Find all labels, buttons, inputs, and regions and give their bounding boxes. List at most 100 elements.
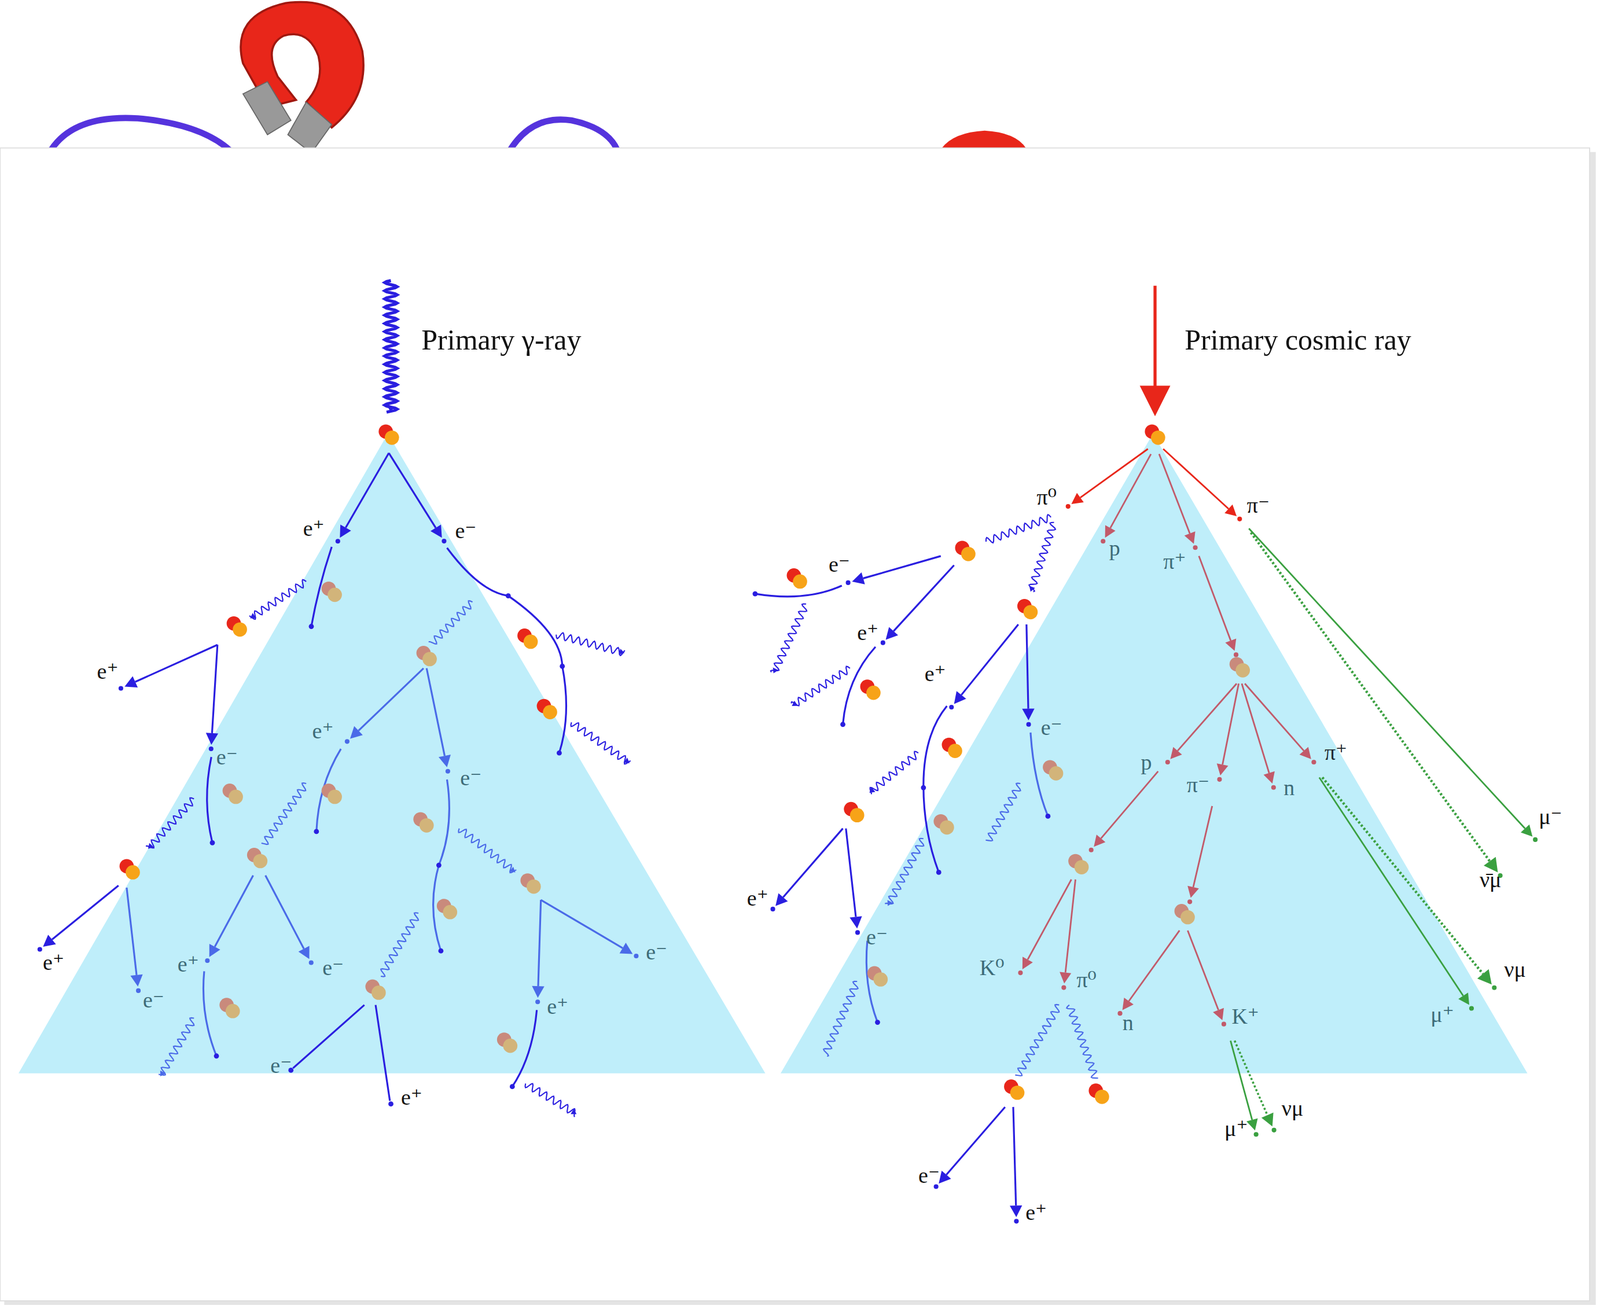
nucleus	[1023, 604, 1039, 620]
arrowhead	[775, 892, 788, 906]
particle-dot	[1233, 652, 1239, 657]
particle-dot	[37, 947, 43, 952]
particle-dot	[752, 591, 759, 597]
nucleus	[866, 685, 881, 701]
particle-dot	[535, 999, 540, 1004]
particle-label: e⁻	[270, 1054, 292, 1077]
arrowhead	[130, 974, 143, 987]
particle-label: π⁻	[1247, 494, 1270, 517]
nucleus	[1049, 766, 1064, 781]
particle-label: e⁻	[1041, 716, 1063, 739]
particle-track	[1080, 449, 1149, 498]
arrowhead	[1009, 1205, 1022, 1217]
title-label: Primary cosmic ray	[1184, 325, 1412, 355]
particle-track	[375, 1005, 391, 1102]
particle-label: e⁻	[216, 745, 238, 768]
particle-track	[388, 453, 436, 528]
arrowhead	[849, 916, 862, 929]
particle-dot	[855, 929, 860, 935]
particle-label: n	[1283, 776, 1295, 799]
photon-line	[428, 600, 473, 644]
arrowhead	[1263, 771, 1275, 784]
arrowhead	[438, 754, 451, 768]
particle-label: e⁻	[322, 956, 344, 979]
particle-track	[1322, 777, 1484, 974]
particle-label: e⁺	[303, 517, 325, 540]
particle-track	[1030, 732, 1048, 817]
arrowhead	[1458, 992, 1470, 1005]
particle-label: e⁻	[918, 1164, 940, 1187]
particle-label: μ⁺	[1224, 1117, 1248, 1140]
particle-track	[893, 565, 955, 632]
arrowhead	[350, 726, 363, 739]
particle-label: n	[1122, 1011, 1134, 1034]
shower-cone	[780, 433, 1528, 1073]
arrowhead	[1477, 969, 1492, 985]
particle-label: p	[1140, 751, 1152, 774]
particle-label: e⁺	[1025, 1201, 1047, 1224]
nucleus	[792, 574, 808, 590]
arrowhead	[570, 1108, 577, 1114]
arrowhead	[531, 986, 544, 998]
particle-track	[846, 828, 856, 918]
nucleus	[225, 1003, 241, 1019]
particle-dot	[445, 769, 451, 774]
photon-line	[1028, 522, 1056, 592]
particle-track	[1128, 930, 1180, 1002]
arrowhead	[619, 942, 634, 954]
nucleus	[502, 1038, 518, 1054]
arrowhead	[954, 690, 967, 704]
particle-dot	[313, 828, 319, 834]
particle-dot	[770, 906, 776, 912]
particle-track	[1234, 1040, 1268, 1116]
arrowhead	[1224, 504, 1237, 517]
arrowhead	[1029, 586, 1036, 592]
particle-track	[1319, 777, 1464, 996]
particle-track	[961, 624, 1018, 695]
particle-track	[1187, 930, 1219, 1010]
tracks	[37, 280, 1538, 1224]
photon-line	[525, 1083, 576, 1117]
particle-track	[843, 646, 876, 725]
particle-label: K⁺	[1231, 1005, 1260, 1028]
particle-track	[265, 875, 304, 950]
particle-track	[292, 1005, 364, 1069]
particle-dot	[949, 704, 954, 710]
nucleus	[327, 587, 342, 603]
arrowhead	[1225, 638, 1237, 651]
particle-label: e⁺	[747, 887, 769, 910]
nucleus	[1180, 910, 1195, 925]
particle-dot	[135, 988, 141, 993]
particle-dot	[1100, 538, 1106, 544]
photon-line	[1014, 1004, 1059, 1076]
photon-line	[158, 1017, 194, 1076]
photon-line	[458, 828, 517, 874]
arrowhead	[869, 786, 875, 793]
particle-track	[1159, 454, 1190, 534]
magnet-pole	[243, 81, 292, 135]
particle-label: K⁰	[979, 956, 1005, 979]
particle-track	[1241, 683, 1270, 774]
particle-track	[1244, 683, 1304, 751]
nucleus	[947, 743, 963, 759]
photon-line	[380, 912, 419, 977]
arrowhead	[1021, 708, 1035, 720]
arrowhead	[618, 648, 625, 655]
particle-label: e⁻	[866, 925, 888, 948]
arrowhead	[1022, 956, 1033, 970]
nucleus	[232, 622, 248, 637]
photon-line	[261, 782, 307, 845]
particle-track	[358, 668, 424, 731]
particle-dot	[1253, 1131, 1259, 1137]
photon-line	[1066, 1005, 1098, 1079]
particle-dot	[1271, 785, 1276, 790]
particle-label: p	[1109, 536, 1121, 559]
arrowhead	[298, 946, 310, 960]
arrowhead	[1216, 763, 1229, 776]
particle-track	[426, 668, 445, 756]
nucleus	[1235, 663, 1250, 678]
particle-dot	[1061, 985, 1066, 991]
particle-dot	[874, 1019, 881, 1025]
arrowhead	[1261, 1112, 1274, 1127]
photon-line	[985, 782, 1021, 841]
